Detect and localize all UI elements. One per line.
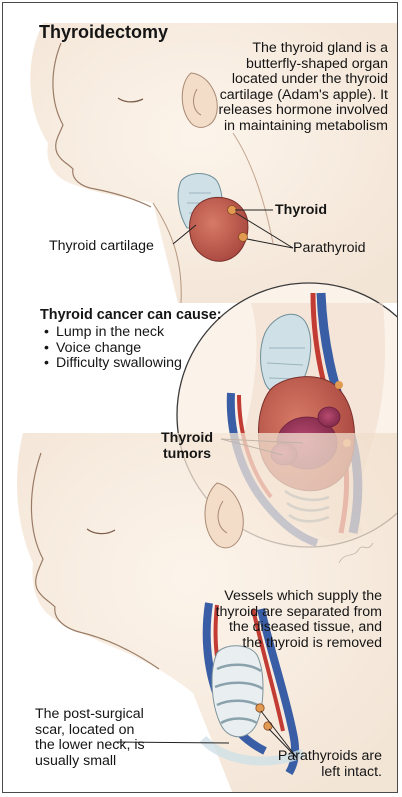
cancer-symptoms-list: Lump in the neck Voice change Difficulty… — [43, 325, 193, 372]
label-parathyroid: Parathyroid — [293, 241, 366, 257]
cancer-symptoms-heading: Thyroid cancer can cause: — [40, 308, 222, 324]
illustration-frame: Thyroidectomy The thyroid gland is a but… — [2, 2, 398, 793]
symptom-item: Lump in the neck — [43, 325, 193, 341]
label-thyroid: Thyroid — [275, 203, 327, 219]
label-post-surgical-scar: The post-surgical scar, located on the l… — [35, 707, 155, 769]
label-vessels-separated: Vessels which supply the thyroid are sep… — [207, 589, 382, 651]
page-title: Thyroidectomy — [39, 25, 168, 41]
label-thyroid-tumors: Thyroid tumors — [149, 431, 225, 462]
symptom-item: Difficulty swallowing — [43, 356, 193, 372]
symptom-item: Voice change — [43, 341, 193, 357]
label-thyroid-cartilage: Thyroid cartilage — [49, 239, 154, 255]
thyroid-description: The thyroid gland is a butterfly-shaped … — [213, 41, 388, 135]
label-parathyroids-intact: Parathyroids are left intact. — [272, 749, 382, 780]
